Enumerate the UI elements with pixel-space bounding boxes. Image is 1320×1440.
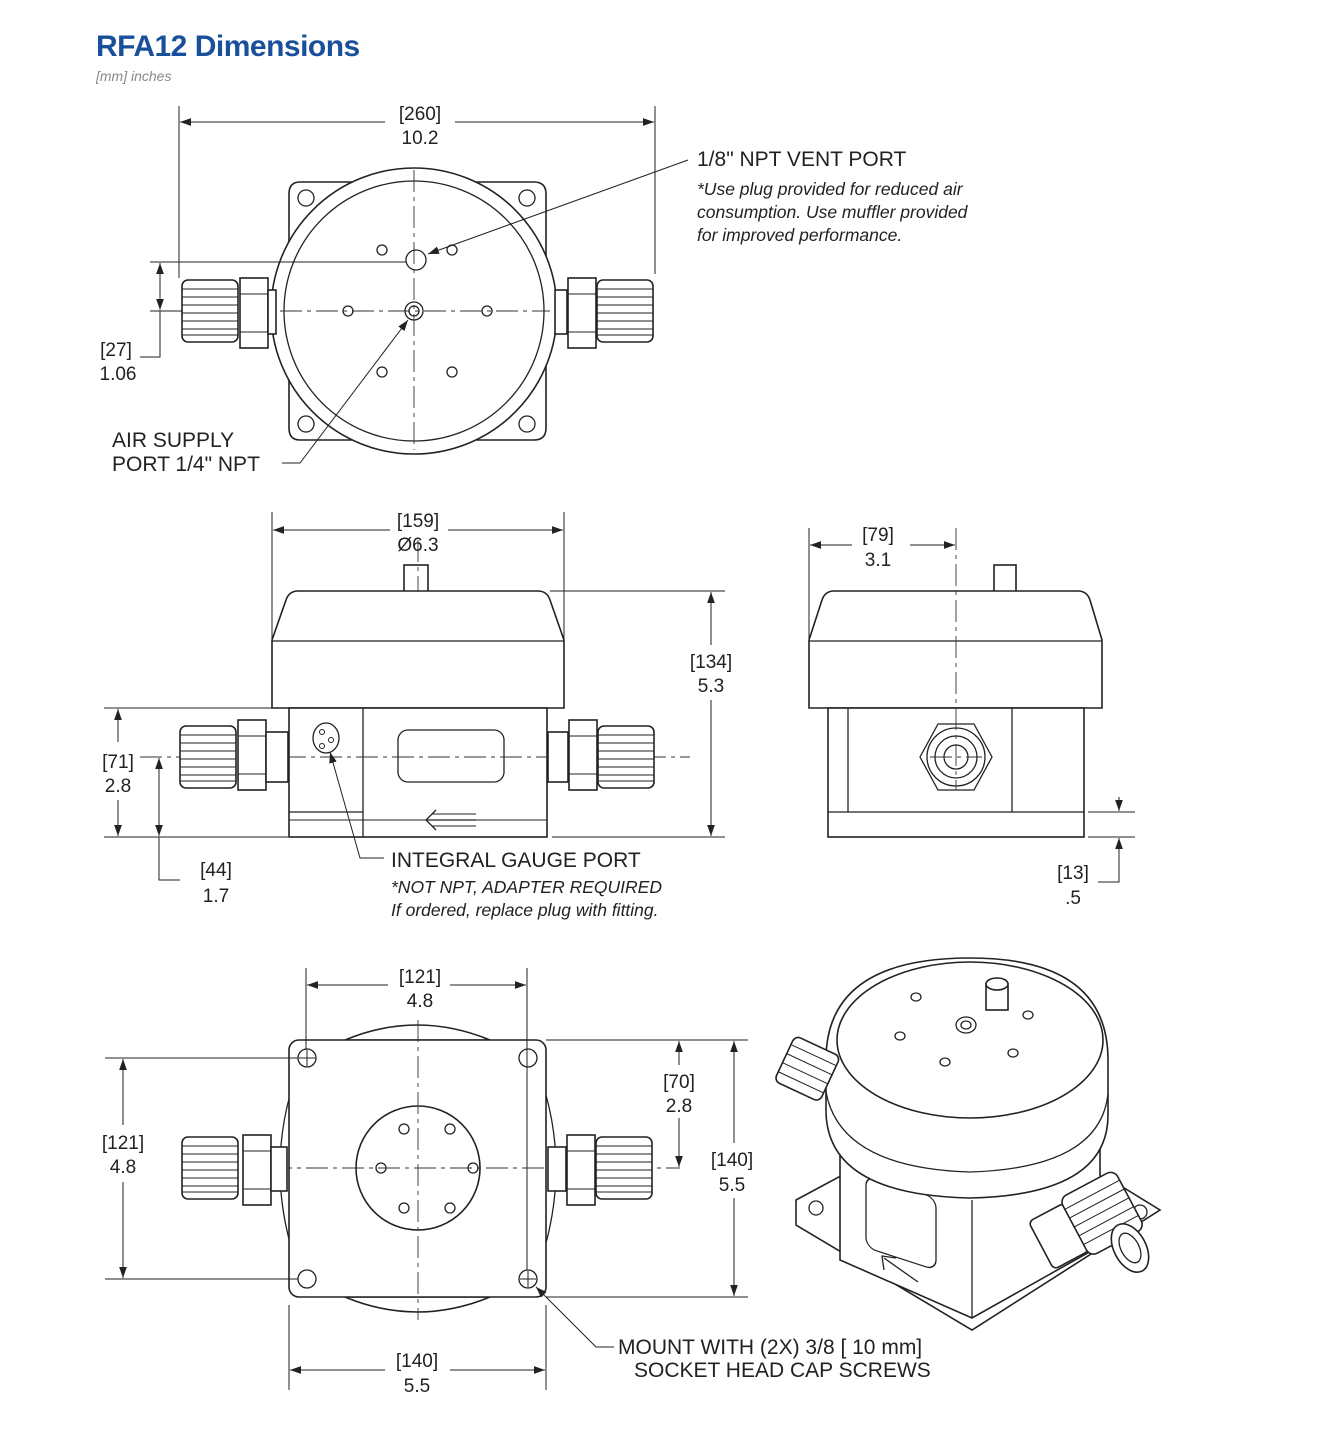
dim-121-height-mm: [121] (102, 1133, 144, 1154)
dim-140-depth-in: 5.5 (719, 1175, 745, 1196)
units-subtitle: [mm] inches (96, 68, 172, 84)
dim-140-width-mm: [140] (396, 1351, 438, 1372)
gauge-port-label: INTEGRAL GAUGE PORT (391, 849, 641, 872)
vent-note-line1: *Use plug provided for reduced air (697, 179, 964, 199)
dim-260-in: 10.2 (402, 128, 439, 149)
dim-70-in: 2.8 (666, 1096, 692, 1117)
dim-121-height-in: 4.8 (110, 1157, 136, 1178)
dim-79-in: 3.1 (865, 550, 891, 571)
front-view (140, 540, 690, 838)
dim-159-mm: [159] (397, 511, 439, 532)
dim-27-in: 1.06 (100, 364, 137, 385)
dim-134-in: 5.3 (698, 676, 724, 697)
dim-121-width-in: 4.8 (407, 991, 433, 1012)
dim-71-mm: [71] (102, 752, 134, 773)
page-title: RFA12 Dimensions (96, 30, 360, 63)
dim-121-width-mm: [121] (399, 967, 441, 988)
dim-44-in: 1.7 (203, 886, 229, 907)
vent-note-line2: consumption. Use muffler provided (697, 202, 969, 222)
vent-note-line3: for improved performance. (697, 225, 902, 245)
bottom-view (181, 1020, 680, 1320)
mount-label-line2: SOCKET HEAD CAP SCREWS (634, 1359, 931, 1382)
dim-140-width-in: 5.5 (404, 1376, 430, 1397)
dim-44-mm: [44] (200, 860, 232, 881)
gauge-note-line1: *NOT NPT, ADAPTER REQUIRED (391, 877, 662, 897)
top-view (181, 167, 654, 455)
mount-label: MOUNT WITH (2X) 3/8 [ 10 mm] (618, 1336, 922, 1359)
dim-13-mm: [13] (1057, 863, 1089, 884)
dim-159-in: Ø6.3 (397, 535, 438, 556)
dim-140-depth-mm: [140] (711, 1150, 753, 1171)
side-view (808, 528, 1103, 838)
dim-27-mm: [27] (100, 340, 132, 361)
isometric-view (775, 957, 1162, 1331)
dim-70-mm: [70] (663, 1072, 695, 1093)
dim-134-mm: [134] (690, 652, 732, 673)
vent-port-label: 1/8" NPT VENT PORT (697, 148, 907, 171)
air-supply-label-line2: PORT 1/4" NPT (112, 453, 260, 476)
dim-260-mm: [260] (399, 104, 441, 125)
air-supply-label: AIR SUPPLY (112, 429, 234, 452)
gauge-note-line2: If ordered, replace plug with fitting. (391, 900, 659, 920)
dim-13-in: .5 (1065, 888, 1081, 909)
dim-79-mm: [79] (862, 525, 894, 546)
dim-71-in: 2.8 (105, 776, 131, 797)
